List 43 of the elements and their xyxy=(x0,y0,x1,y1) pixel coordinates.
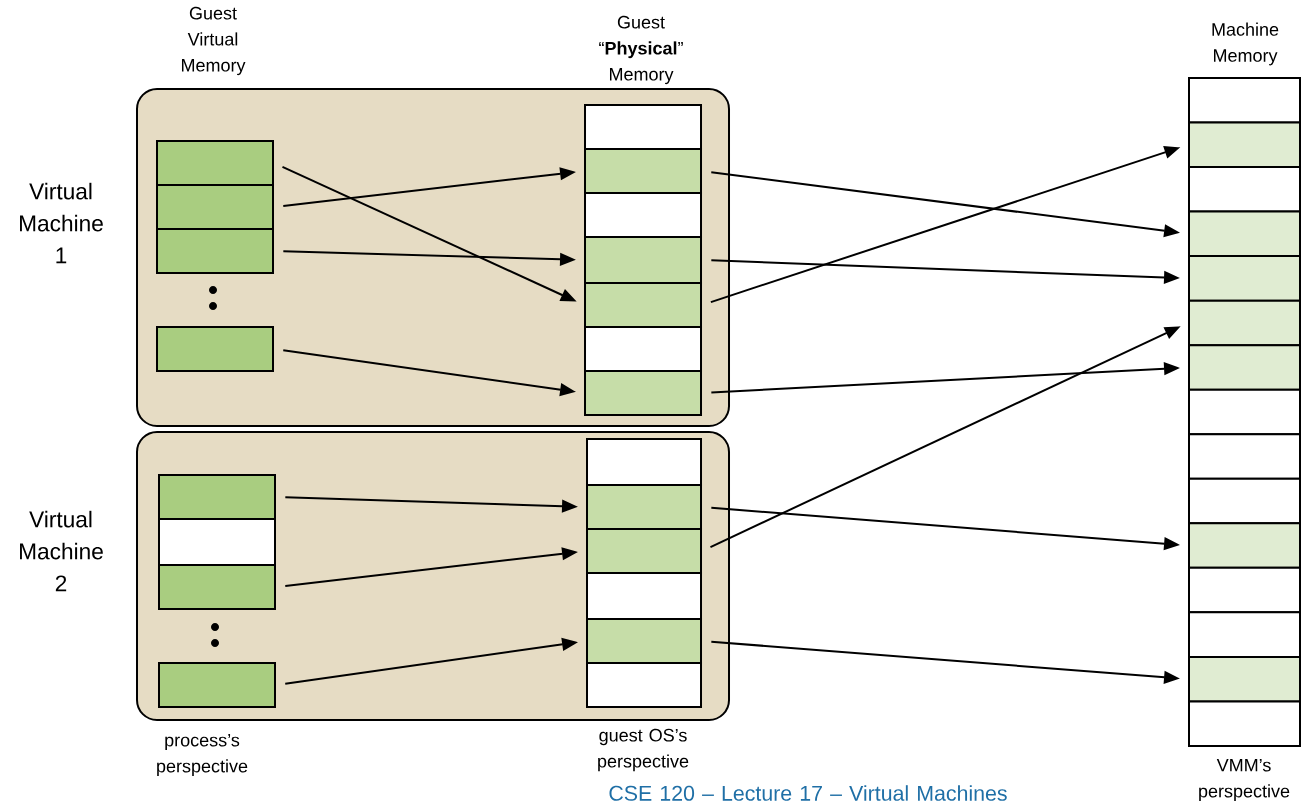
memory-cell xyxy=(158,518,276,566)
memory-cell xyxy=(156,184,274,230)
memory-cell xyxy=(1188,77,1301,124)
memory-cell xyxy=(1188,299,1301,347)
memory-cell xyxy=(158,474,276,520)
memory-cell xyxy=(156,140,274,186)
memory-cell xyxy=(1188,611,1301,658)
memory-cell xyxy=(584,326,702,372)
memory-cell xyxy=(1188,344,1301,391)
memory-cell xyxy=(1188,166,1301,213)
caption-text: process’s perspective xyxy=(157,733,248,777)
machine-label: Virtual Machine 2 xyxy=(20,510,103,592)
memory-cell xyxy=(586,572,702,620)
footer-text: CSE 120 – Lecture 17 – Virtual Machines xyxy=(609,785,1007,801)
memory-cell xyxy=(1188,566,1301,614)
memory-cell xyxy=(584,370,702,416)
memory-cell xyxy=(586,662,702,708)
memory-cell xyxy=(584,236,702,284)
memory-cell xyxy=(1188,700,1301,747)
memory-cell xyxy=(584,104,702,150)
memory-cell xyxy=(1188,477,1301,525)
machine-label: Virtual Machine 1 xyxy=(20,182,103,264)
memory-cell xyxy=(158,662,276,708)
memory-cell xyxy=(1188,655,1301,703)
memory-cell xyxy=(584,192,702,238)
caption-text: Guest Virtual Memory xyxy=(182,6,246,76)
memory-cell xyxy=(584,282,702,328)
memory-cell xyxy=(1188,121,1301,169)
memory-cell xyxy=(586,484,702,530)
memory-cell xyxy=(158,564,276,610)
memory-cell xyxy=(586,528,702,574)
memory-cell xyxy=(156,228,274,274)
memory-cell xyxy=(584,148,702,194)
memory-cell xyxy=(1188,255,1301,302)
memory-cell xyxy=(1188,210,1301,258)
caption-text: Guest “Physical” Memory xyxy=(599,15,683,85)
memory-cell xyxy=(1188,522,1301,569)
memory-cell xyxy=(156,326,274,372)
memory-cell xyxy=(1188,388,1301,436)
memory-cell xyxy=(586,438,702,486)
caption-text: guest OS’s perspective xyxy=(598,728,689,772)
memory-cell xyxy=(586,618,702,664)
memory-cell xyxy=(1188,433,1301,480)
